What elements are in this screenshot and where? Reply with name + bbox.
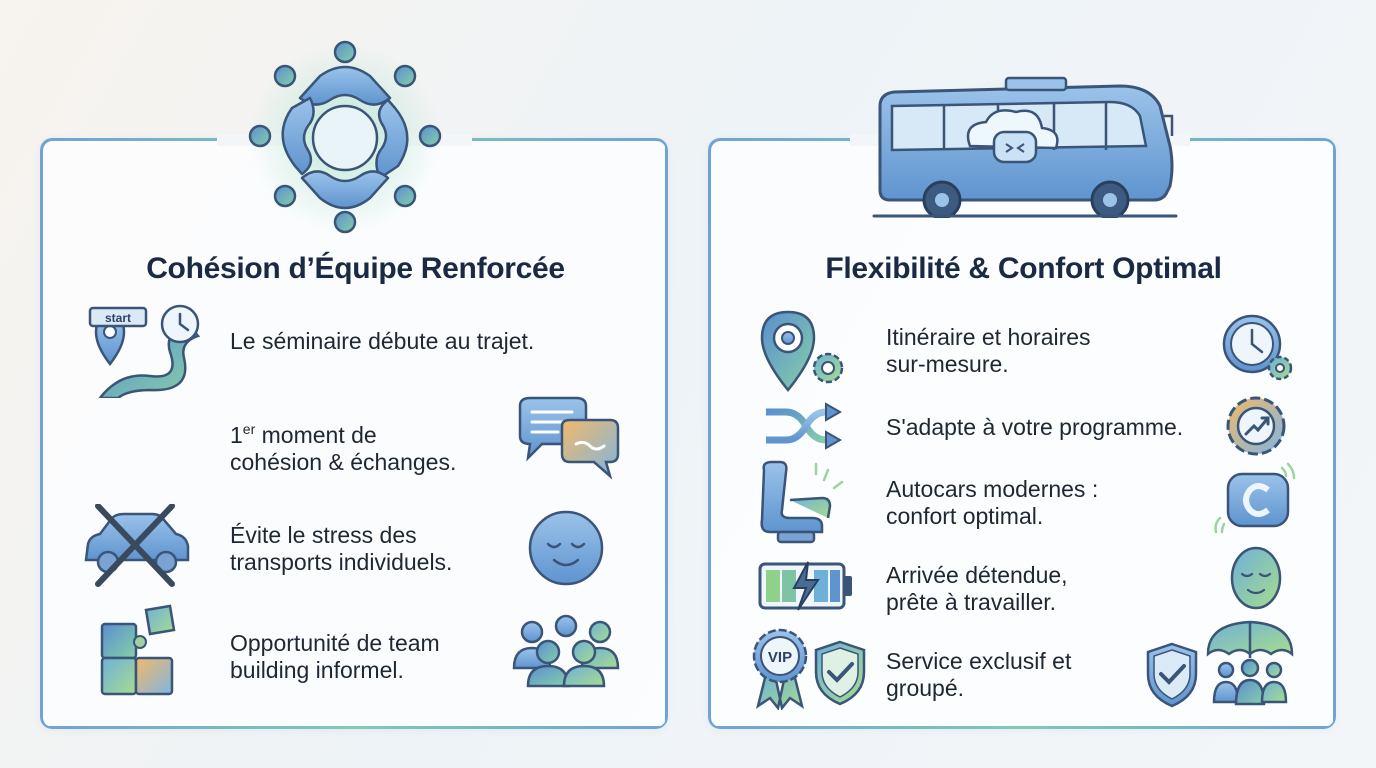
vip-label: VIP: [768, 649, 792, 666]
bus-comfort-icon: [872, 76, 1178, 218]
item-text: Service exclusif et groupé.: [886, 648, 1072, 701]
item-text: Arrivée détendue, prête à travailler.: [886, 562, 1068, 615]
route-start-icon: start: [88, 304, 201, 398]
item-text: 1er moment de cohésion & échanges.: [230, 421, 457, 475]
seat-icon: [760, 460, 844, 544]
clock-gear-icon: [1222, 314, 1293, 381]
item-text: Autocars modernes : confort optimal.: [886, 476, 1099, 529]
item-text: Itinéraire et horaires sur-mesure.: [886, 324, 1091, 377]
car-crossed-icon: [84, 504, 190, 587]
card-title: Flexibilité & Confort Optimal: [825, 252, 1222, 285]
card-title: Cohésion d’Équipe Renforcée: [146, 252, 565, 285]
relaxed-face-icon: [1230, 546, 1282, 610]
map-gear-icon: [760, 310, 844, 392]
cohesion-card: Cohésion d’Équipe Renforcée start Le sém…: [40, 40, 667, 728]
pillow-icon: [1214, 462, 1296, 534]
vip-badge-icon: VIP: [752, 628, 866, 710]
calm-face-icon: [528, 510, 604, 586]
flexibility-card: Flexibilité & Confort Optimal Itinéraire…: [708, 76, 1335, 728]
battery-charge-icon: [758, 561, 852, 611]
start-label: start: [105, 311, 131, 325]
hands-circle-icon: [248, 40, 442, 234]
chat-bubbles-icon: [518, 396, 620, 480]
group-people-icon: [512, 614, 620, 688]
shuffle-arrows-icon: [766, 402, 842, 450]
item-text: Le séminaire débute au trajet.: [230, 328, 535, 354]
item-text: Opportunité de team building informel.: [230, 630, 440, 683]
puzzle-icon: [100, 604, 176, 696]
item-text: S'adapte à votre programme.: [886, 414, 1184, 440]
gear-trend-icon: [1226, 396, 1286, 456]
item-text: Évite le stress des transports individue…: [230, 522, 453, 575]
umbrella-group-icon: [1146, 620, 1294, 708]
